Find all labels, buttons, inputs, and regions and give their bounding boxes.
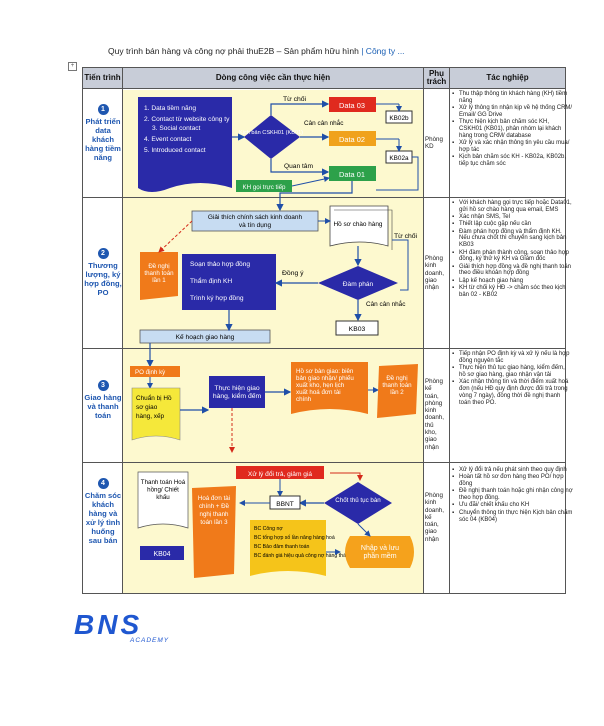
invoice-box[interactable] — [192, 486, 236, 578]
document-title: Quy trình bán hàng và công nợ phải thuE2… — [108, 46, 578, 56]
prepare-docs-box[interactable] — [131, 387, 181, 441]
script-decision[interactable] — [244, 115, 300, 159]
close-decision[interactable] — [324, 482, 392, 524]
data03-label: Data 03 — [339, 101, 365, 110]
title-main: Quy trình bán hàng và công nợ phải thuE2… — [108, 46, 359, 56]
returns-box[interactable] — [236, 466, 324, 479]
owner-3: Phòng kế toán, phòng kinh doanh, thủ kho… — [425, 378, 444, 451]
header-stage: Tiến trình — [82, 67, 123, 89]
po-label: PO định kỳ — [135, 369, 166, 376]
lead-list: 1. Data tiềm năng 2. Contact từ website … — [144, 103, 231, 154]
column-divider — [423, 67, 424, 594]
logo-text: BNS — [74, 610, 142, 640]
archive-box[interactable] — [345, 536, 414, 568]
script-decision-label: Kịch bản CSKH01 (KB01) — [239, 130, 303, 136]
stage-label: Thương lượng, ký hợp đồng, PO — [84, 261, 122, 297]
contract-action: Thẩm định KH — [190, 277, 232, 285]
tasks-4: Xử lý đổi trả nếu phát sinh theo quy địn… — [451, 467, 573, 524]
delivery-plan-box[interactable] — [139, 329, 271, 344]
kb04-box[interactable] — [140, 546, 184, 560]
lead-sources-box[interactable] — [138, 97, 232, 192]
column-divider — [122, 67, 123, 594]
consider-label: Cân cân nhắc — [304, 118, 344, 127]
reject2-label: Từ chối — [394, 231, 418, 240]
column-divider — [449, 67, 450, 594]
stage-label: Giao hàng và thanh toán — [84, 393, 122, 420]
direct-call-box[interactable] — [236, 180, 292, 192]
kb03-label: KB03 — [349, 326, 366, 333]
kb03-box[interactable] — [335, 320, 379, 336]
offer-docs-box[interactable] — [329, 205, 389, 247]
data01-box[interactable] — [329, 166, 376, 181]
tasks-1: Thu thập thông tin khách hàng (KH) tiềm … — [451, 91, 573, 168]
table-anchor-icon[interactable]: + — [68, 62, 77, 71]
logo-subtext: ACADEMY — [129, 637, 169, 644]
contract-actions-box[interactable] — [182, 254, 276, 310]
report-list: BC Công nợ BC tổng hợp số lần nâng hàng … — [254, 526, 352, 559]
tasks-3: Tiếp nhận PO định kỳ và xử lý nếu là hợp… — [451, 351, 573, 407]
tasks-2: Với khách hàng gọi trực tiếp hoặc Data01… — [451, 200, 573, 299]
payment-request-1[interactable] — [140, 252, 178, 300]
offer-docs-label: Hồ sơ chào hàng — [334, 219, 383, 228]
delivery-plan-label: Kế hoạch giao hàng — [176, 332, 235, 341]
header-tasks: Tác nghiệp — [449, 67, 566, 89]
row-divider — [82, 462, 566, 463]
direct-call-label: KH gọi trực tiếp — [242, 184, 286, 191]
payment-request-2[interactable] — [377, 364, 418, 418]
data02-label: Data 02 — [339, 135, 365, 144]
po-box[interactable] — [130, 366, 180, 377]
stage-label: Chăm sóc khách hàng và xử lý tình huống … — [84, 491, 122, 545]
stage-label: Phát triển data khách hàng tiềm năng — [85, 117, 121, 162]
bns-academy-logo: BNS ACADEMY — [74, 610, 169, 644]
contract-action: Trình ký hợp đồng — [190, 293, 244, 302]
kb04-label: KB04 — [153, 551, 170, 558]
consider2-label: Cân cân nhắc — [366, 299, 406, 308]
row-divider — [82, 197, 566, 198]
interest-label: Quan tâm — [284, 163, 313, 170]
returns-label: Xử lý đổi trả, giảm giá — [248, 470, 312, 478]
contract-action: Soạn thảo hợp đồng — [190, 259, 250, 268]
deliver-box[interactable] — [209, 376, 265, 408]
data03-box[interactable] — [329, 97, 376, 112]
owner-2: Phòng kinh doanh, giao nhận — [425, 255, 444, 292]
data01-label: Data 01 — [339, 170, 365, 179]
negotiate-label: Đàm phán — [343, 281, 374, 288]
data02-box[interactable] — [329, 131, 376, 146]
finalize-box[interactable] — [137, 471, 189, 529]
title-company: | Công ty ... — [361, 46, 405, 56]
owner-4: Phòng kinh doanh, kế toán, giao nhận — [425, 492, 444, 543]
negotiate-decision[interactable] — [318, 266, 398, 300]
reject-label: Từ chối — [283, 94, 307, 103]
report-box[interactable] — [250, 520, 326, 576]
close-label: Chốt thủ tục bàn — [335, 497, 381, 504]
kb02a-label: KB02a — [389, 155, 409, 162]
handover-docs-box[interactable] — [291, 362, 368, 414]
owner-1: Phòng KD — [425, 136, 443, 151]
row-divider — [82, 348, 566, 349]
kb02b-label: KB02b — [389, 115, 409, 122]
bbnt-label: BBNT — [276, 501, 294, 508]
agree-label: Đồng ý — [282, 268, 304, 277]
